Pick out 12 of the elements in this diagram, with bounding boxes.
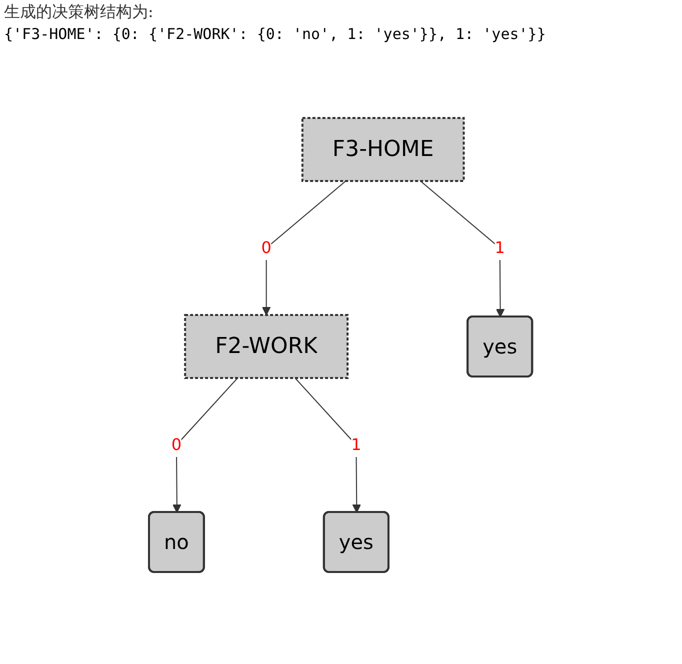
code-text: {'F3-HOME': {0: {'F2-WORK': {0: 'no', 1: 'yes'}}, 1: 'yes'}} xyxy=(4,25,547,43)
edge-label: 0 xyxy=(262,238,272,258)
node-box: F3-HOME xyxy=(302,117,466,182)
edge-label: 1 xyxy=(495,238,506,258)
heading-text: 生成的决策树结构为: xyxy=(4,2,154,23)
node-box: F2-WORK xyxy=(184,314,349,379)
edge-label: 0 xyxy=(172,434,182,454)
arrow xyxy=(172,378,239,513)
edge-label: 1 xyxy=(352,434,362,454)
arrow xyxy=(262,180,347,316)
arrow xyxy=(295,378,362,513)
arrow xyxy=(420,180,506,318)
